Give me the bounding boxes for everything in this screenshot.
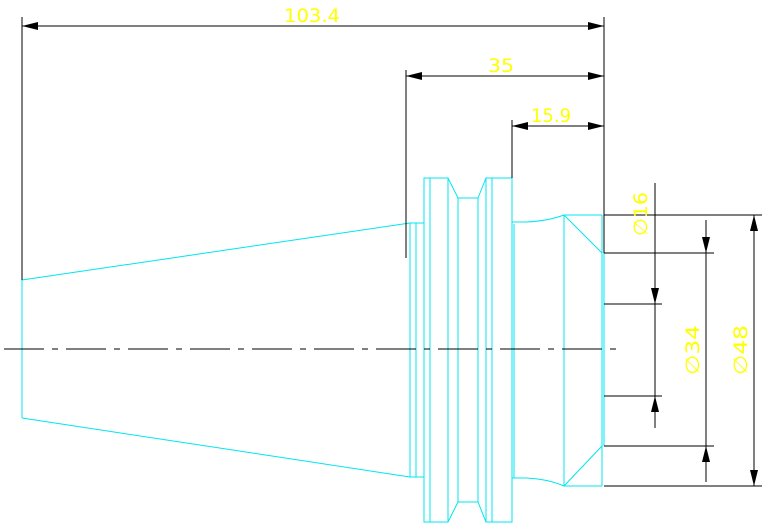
arrow-right-flange <box>588 72 604 80</box>
dim-text-overall-length: 103.4 <box>284 5 340 27</box>
arrow-bottom-bore <box>651 396 659 412</box>
arrow-bottom-recess <box>702 446 710 462</box>
arrow-left-flange <box>406 72 422 80</box>
arrow-top-recess <box>702 237 710 253</box>
arrow-left-overall <box>22 22 38 30</box>
arrow-top-bore <box>651 288 659 304</box>
dimension-lines <box>21 17 762 487</box>
dim-text-recess-diameter: ∅34 <box>682 325 704 375</box>
dim-text-flange-length: 35 <box>488 55 514 77</box>
dim-text-bore-diameter: ∅16 <box>630 192 652 236</box>
taper-shank <box>21 222 424 478</box>
arrow-bottom-outer <box>750 470 758 486</box>
arrow-right-overall <box>588 22 604 30</box>
arrow-left-end <box>512 122 528 130</box>
arrow-top-outer <box>750 215 758 231</box>
arrow-right-end <box>588 122 604 130</box>
v-flange <box>423 177 513 523</box>
tool-holder-outline <box>21 177 605 523</box>
dim-text-outer-diameter: ∅48 <box>730 325 752 375</box>
dim-text-end-length: 15.9 <box>531 105 571 127</box>
nose-body <box>512 214 605 487</box>
